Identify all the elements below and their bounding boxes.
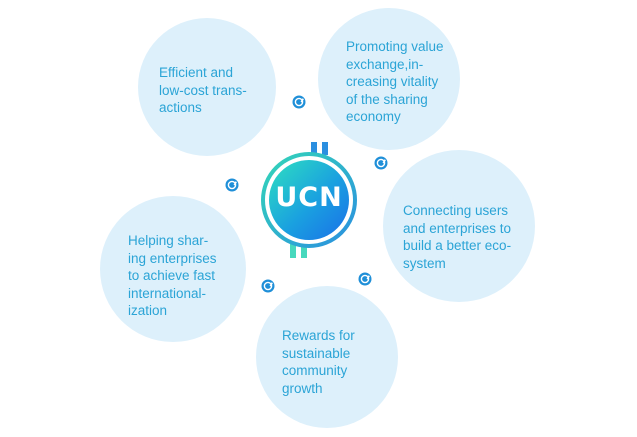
ucn-label: UCN: [275, 182, 343, 213]
coin-icon: [374, 156, 388, 170]
coin-icon: [261, 279, 275, 293]
ucn-coin: UCN: [259, 142, 359, 258]
bubble-promoting-text: Promoting value exchange,in- creasing vi…: [346, 39, 444, 124]
bubble-helping: [100, 196, 246, 342]
ucn-coin-icon: [261, 142, 357, 258]
coin-icon: [358, 272, 372, 286]
bubble-connecting-text: Connecting users and enterprises to buil…: [403, 203, 512, 271]
bubble-rewards: [256, 286, 398, 428]
bubble-promoting: [318, 8, 460, 150]
coin-icon: [292, 95, 306, 109]
bubble-efficient: [138, 18, 276, 156]
bubble-efficient-text: Efficient and low-cost trans- actions: [159, 65, 247, 115]
bubble-rewards-text: Rewards for sustainable community growth: [282, 328, 355, 396]
coin-icon: [225, 178, 239, 192]
bubble-connecting: [383, 150, 535, 302]
bubble-helping-text: Helping shar- ing enterprises to achieve…: [128, 233, 217, 318]
